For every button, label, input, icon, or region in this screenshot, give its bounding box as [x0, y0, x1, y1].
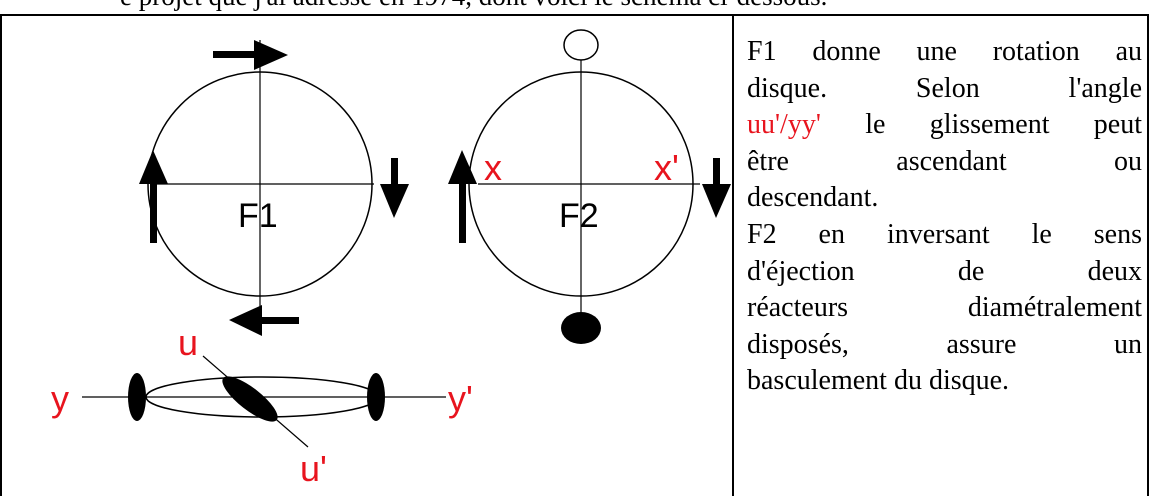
description-line: disposés, assure un [747, 328, 1142, 360]
header-text: e projet que j'ai adressé en 1974, dont … [120, 0, 827, 12]
f1-arrow-down-icon [380, 158, 409, 218]
u-prime-label: u' [300, 448, 327, 489]
u-label: u [178, 322, 198, 363]
f2-label: F2 [559, 197, 599, 235]
disc-left-reactor [128, 373, 146, 421]
description-line: descendant. [747, 182, 879, 214]
table: F1 F2 x x' [0, 14, 1149, 496]
table-right-border [1147, 14, 1149, 496]
y-label: y [51, 378, 69, 419]
f1-arrow-right-icon [213, 40, 288, 70]
disc-side-view: y y' u u' [51, 322, 473, 489]
description-line: F1 donne une rotation au [747, 36, 1142, 67]
table-left-border [0, 14, 2, 496]
description-line: uu'/yy' le glissement peut [747, 107, 1142, 144]
f2-bottom-oval [561, 312, 601, 344]
description-line: réacteurs diamétralement [747, 292, 1142, 324]
description-line: F2 en inversant le sens [747, 218, 1142, 250]
x-label: x [484, 147, 502, 188]
description-line: être ascendant ou [747, 145, 1142, 177]
description-line-rest: le glissement peut [820, 109, 1142, 141]
disc-right-reactor [367, 373, 385, 421]
description-text: F1 donne une rotation au disque. Selon l… [747, 34, 1142, 400]
y-prime-label: y' [448, 378, 473, 419]
header-text-fragment: e projet que j'ai adressé en 1974, dont … [0, 0, 1149, 14]
f1-arrow-left-icon [229, 305, 299, 336]
description-line: disque. Selon l'angle [747, 72, 1142, 104]
f2-top-oval [563, 29, 599, 61]
angle-reference: uu'/yy' [747, 109, 821, 141]
description-line: d'éjection de deux [747, 255, 1142, 287]
description-line: basculement du disque. [747, 365, 1010, 397]
table-top-border [0, 14, 1149, 16]
f1-label: F1 [238, 197, 278, 235]
f1-arrow-up-icon [139, 150, 168, 243]
f2-diagram: F2 x x' [448, 29, 731, 344]
disc-diagram: F1 F2 x x' [51, 29, 731, 489]
f2-arrow-down-icon [702, 158, 731, 218]
x-prime-label: x' [654, 147, 679, 188]
f2-arrow-up-icon [448, 150, 477, 243]
disc-tilted-reactor [222, 376, 278, 422]
table-cell-divider [732, 14, 734, 496]
f1-diagram: F1 [139, 40, 409, 336]
